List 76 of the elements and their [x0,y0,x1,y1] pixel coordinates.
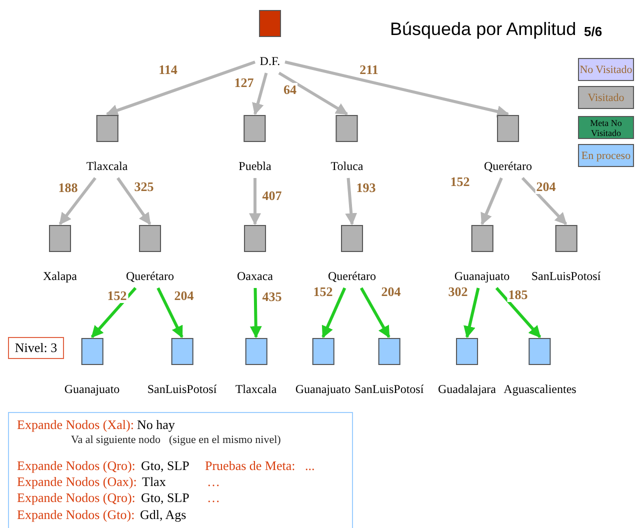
note-text: Gto, SLP [141,459,190,473]
arrow [345,178,358,226]
note-text: Expande Nodos (Qro): [17,491,136,505]
arrow [116,177,152,225]
note-text: Expande Nodos (Gto): [17,508,135,522]
arrow [464,288,480,338]
edge-label: 152 [106,289,128,303]
arrow [521,176,568,226]
note-text: Expande Nodos (Oax): [17,475,137,489]
edge-label: 114 [158,63,178,77]
arrow [90,287,137,338]
node-label: Oaxaca [237,269,273,283]
legend-text: No Visitado [580,64,632,74]
note-text: Gto, SLP [141,491,190,505]
node-label: SanLuisPotosí [354,382,424,396]
level-box: Nivel: 3 [8,337,64,359]
edge-label: 127 [233,76,255,90]
edge-label: 64 [282,83,298,97]
node-label: Querétaro [126,269,174,283]
arrow [252,72,268,116]
arrow [106,60,256,116]
node-label: Tlaxcala [235,382,277,396]
arrow [322,287,346,338]
edge-label: 152 [449,175,471,189]
note-text: Expande Nodos (Qro): [17,459,136,473]
edge-label: 325 [133,180,155,194]
edge-label: 204 [380,285,402,299]
edge-label: 407 [261,189,283,203]
edge-label: 188 [57,181,79,195]
title: Búsqueda por Amplitud [390,19,576,40]
edge-label: 193 [355,181,377,195]
arrow [278,72,348,116]
node-label: Aguascalientes [504,382,576,396]
edge-label: 211 [358,63,380,77]
note-text: (sigue en el mismo nivel) [169,433,281,447]
note-text: Gdl, Ags [140,508,186,522]
node-label: Puebla [238,159,272,173]
node-label: Tlaxcala [86,159,128,173]
note-text: … [207,475,220,489]
node-label: Guanajuato [64,382,120,396]
node-label: Guanajuato [454,269,510,283]
note-text: Tlax [142,475,166,489]
arrow [156,287,184,338]
node-label: Guanajuato [295,382,351,396]
edge-label: 185 [507,288,529,302]
node-label: Xalapa [43,269,77,283]
note-text: … [207,491,220,505]
edge-label: 152 [312,285,334,299]
legend-text: En proceso [581,150,631,160]
note-text: No hay [137,418,175,432]
arrow [495,287,542,338]
arrow [360,287,390,338]
arrow [249,178,261,226]
note-text: Pruebas de Meta: [205,459,296,473]
edge-label: 302 [447,285,469,299]
edge-label: 204 [173,289,195,303]
node-label: D.F. [260,54,280,68]
node-label: Querétaro [328,269,376,283]
arrow [250,288,262,338]
arrow [480,177,503,226]
node-label: Guadalajara [438,382,496,396]
node-label: Toluca [330,159,364,173]
edge-label: 204 [535,180,557,194]
legend-text: Visitado [588,92,624,102]
note-text: Expande Nodos (Xal): [17,418,134,432]
notes-panel [8,412,353,528]
node-label: SanLuisPotosí [531,269,601,283]
slide-number: 5/6 [584,24,602,39]
arrow [284,60,510,118]
edge-label: 435 [261,290,283,304]
node-label: Querétaro [484,159,532,173]
note-text: Va al siguiente nodo [71,433,161,447]
legend-text: Meta No Visitado [589,118,623,138]
note-text: ... [305,459,315,473]
arrow [58,177,96,225]
node-label: SanLuisPotosí [147,382,217,396]
